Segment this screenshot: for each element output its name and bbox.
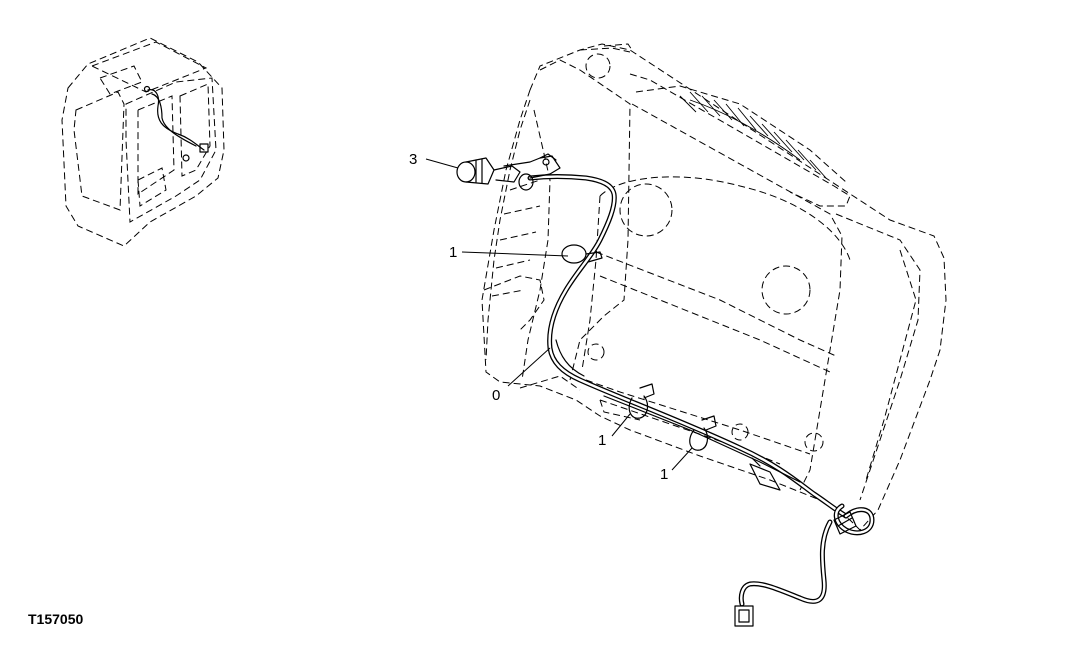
- clamp-lower: [689, 415, 717, 451]
- callout-part-1-middle: 1: [598, 432, 607, 449]
- seat-back-illustration: [481, 43, 947, 531]
- socket-part-3: [456, 153, 561, 191]
- callout-part-1-upper: 1: [449, 244, 458, 261]
- callout-part-0: 0: [492, 387, 501, 404]
- callout-part-3: 3: [409, 151, 418, 168]
- cab-inset-illustration: [61, 37, 225, 247]
- callout-part-1-lower: 1: [660, 466, 669, 483]
- leader-lines: [425, 158, 693, 471]
- clamp-upper: [561, 244, 603, 264]
- figure-id: T157050: [28, 611, 84, 627]
- clamp-middle: [628, 383, 655, 419]
- wiring-harness: [527, 174, 875, 627]
